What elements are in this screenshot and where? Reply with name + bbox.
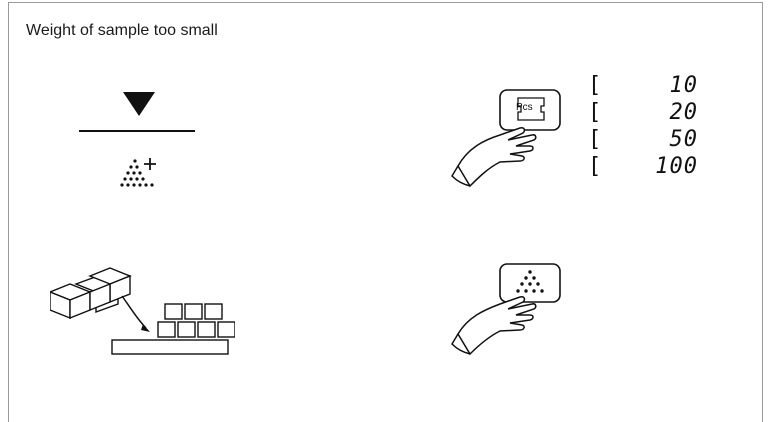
down-triangle-icon <box>70 85 200 140</box>
boxes-onto-scale-icon <box>50 262 235 362</box>
pcs-key-button[interactable]: Pcs <box>448 88 568 198</box>
count-option: [ 100 <box>588 153 698 180</box>
count-options-display: [ 10 [ 20 [ 50 [ 100 <box>588 72 698 180</box>
option-value: 20 <box>670 99 699 126</box>
count-option: [ 50 <box>588 126 698 153</box>
option-value: 50 <box>670 126 699 153</box>
dot-pile-key-hand-icon <box>448 262 568 362</box>
option-value: 10 <box>670 72 699 99</box>
count-option: [ 20 <box>588 99 698 126</box>
option-value: 100 <box>655 153 698 180</box>
dot-pile-key-button[interactable] <box>448 262 568 362</box>
pcs-key-hand-icon <box>448 88 568 198</box>
pcs-key-label: Pcs <box>516 102 533 113</box>
dot-pile-plus-icon <box>117 155 167 195</box>
page-title: Weight of sample too small <box>26 22 218 40</box>
option-bracket: [ <box>588 99 602 126</box>
count-option: [ 10 <box>588 72 698 99</box>
option-bracket: [ <box>588 153 602 180</box>
option-bracket: [ <box>588 126 602 153</box>
option-bracket: [ <box>588 72 602 99</box>
